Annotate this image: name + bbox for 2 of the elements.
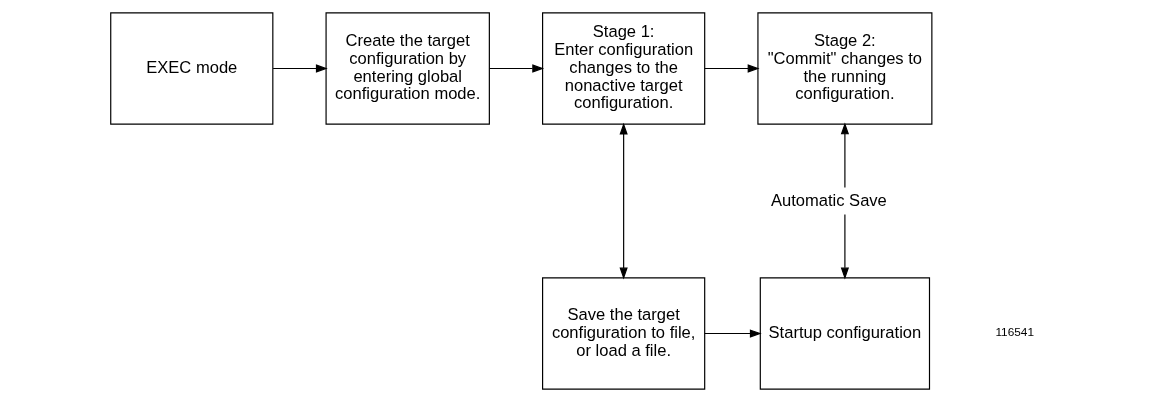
edge-label: Automatic Save bbox=[770, 190, 887, 210]
label: 116541 bbox=[994, 325, 1034, 340]
